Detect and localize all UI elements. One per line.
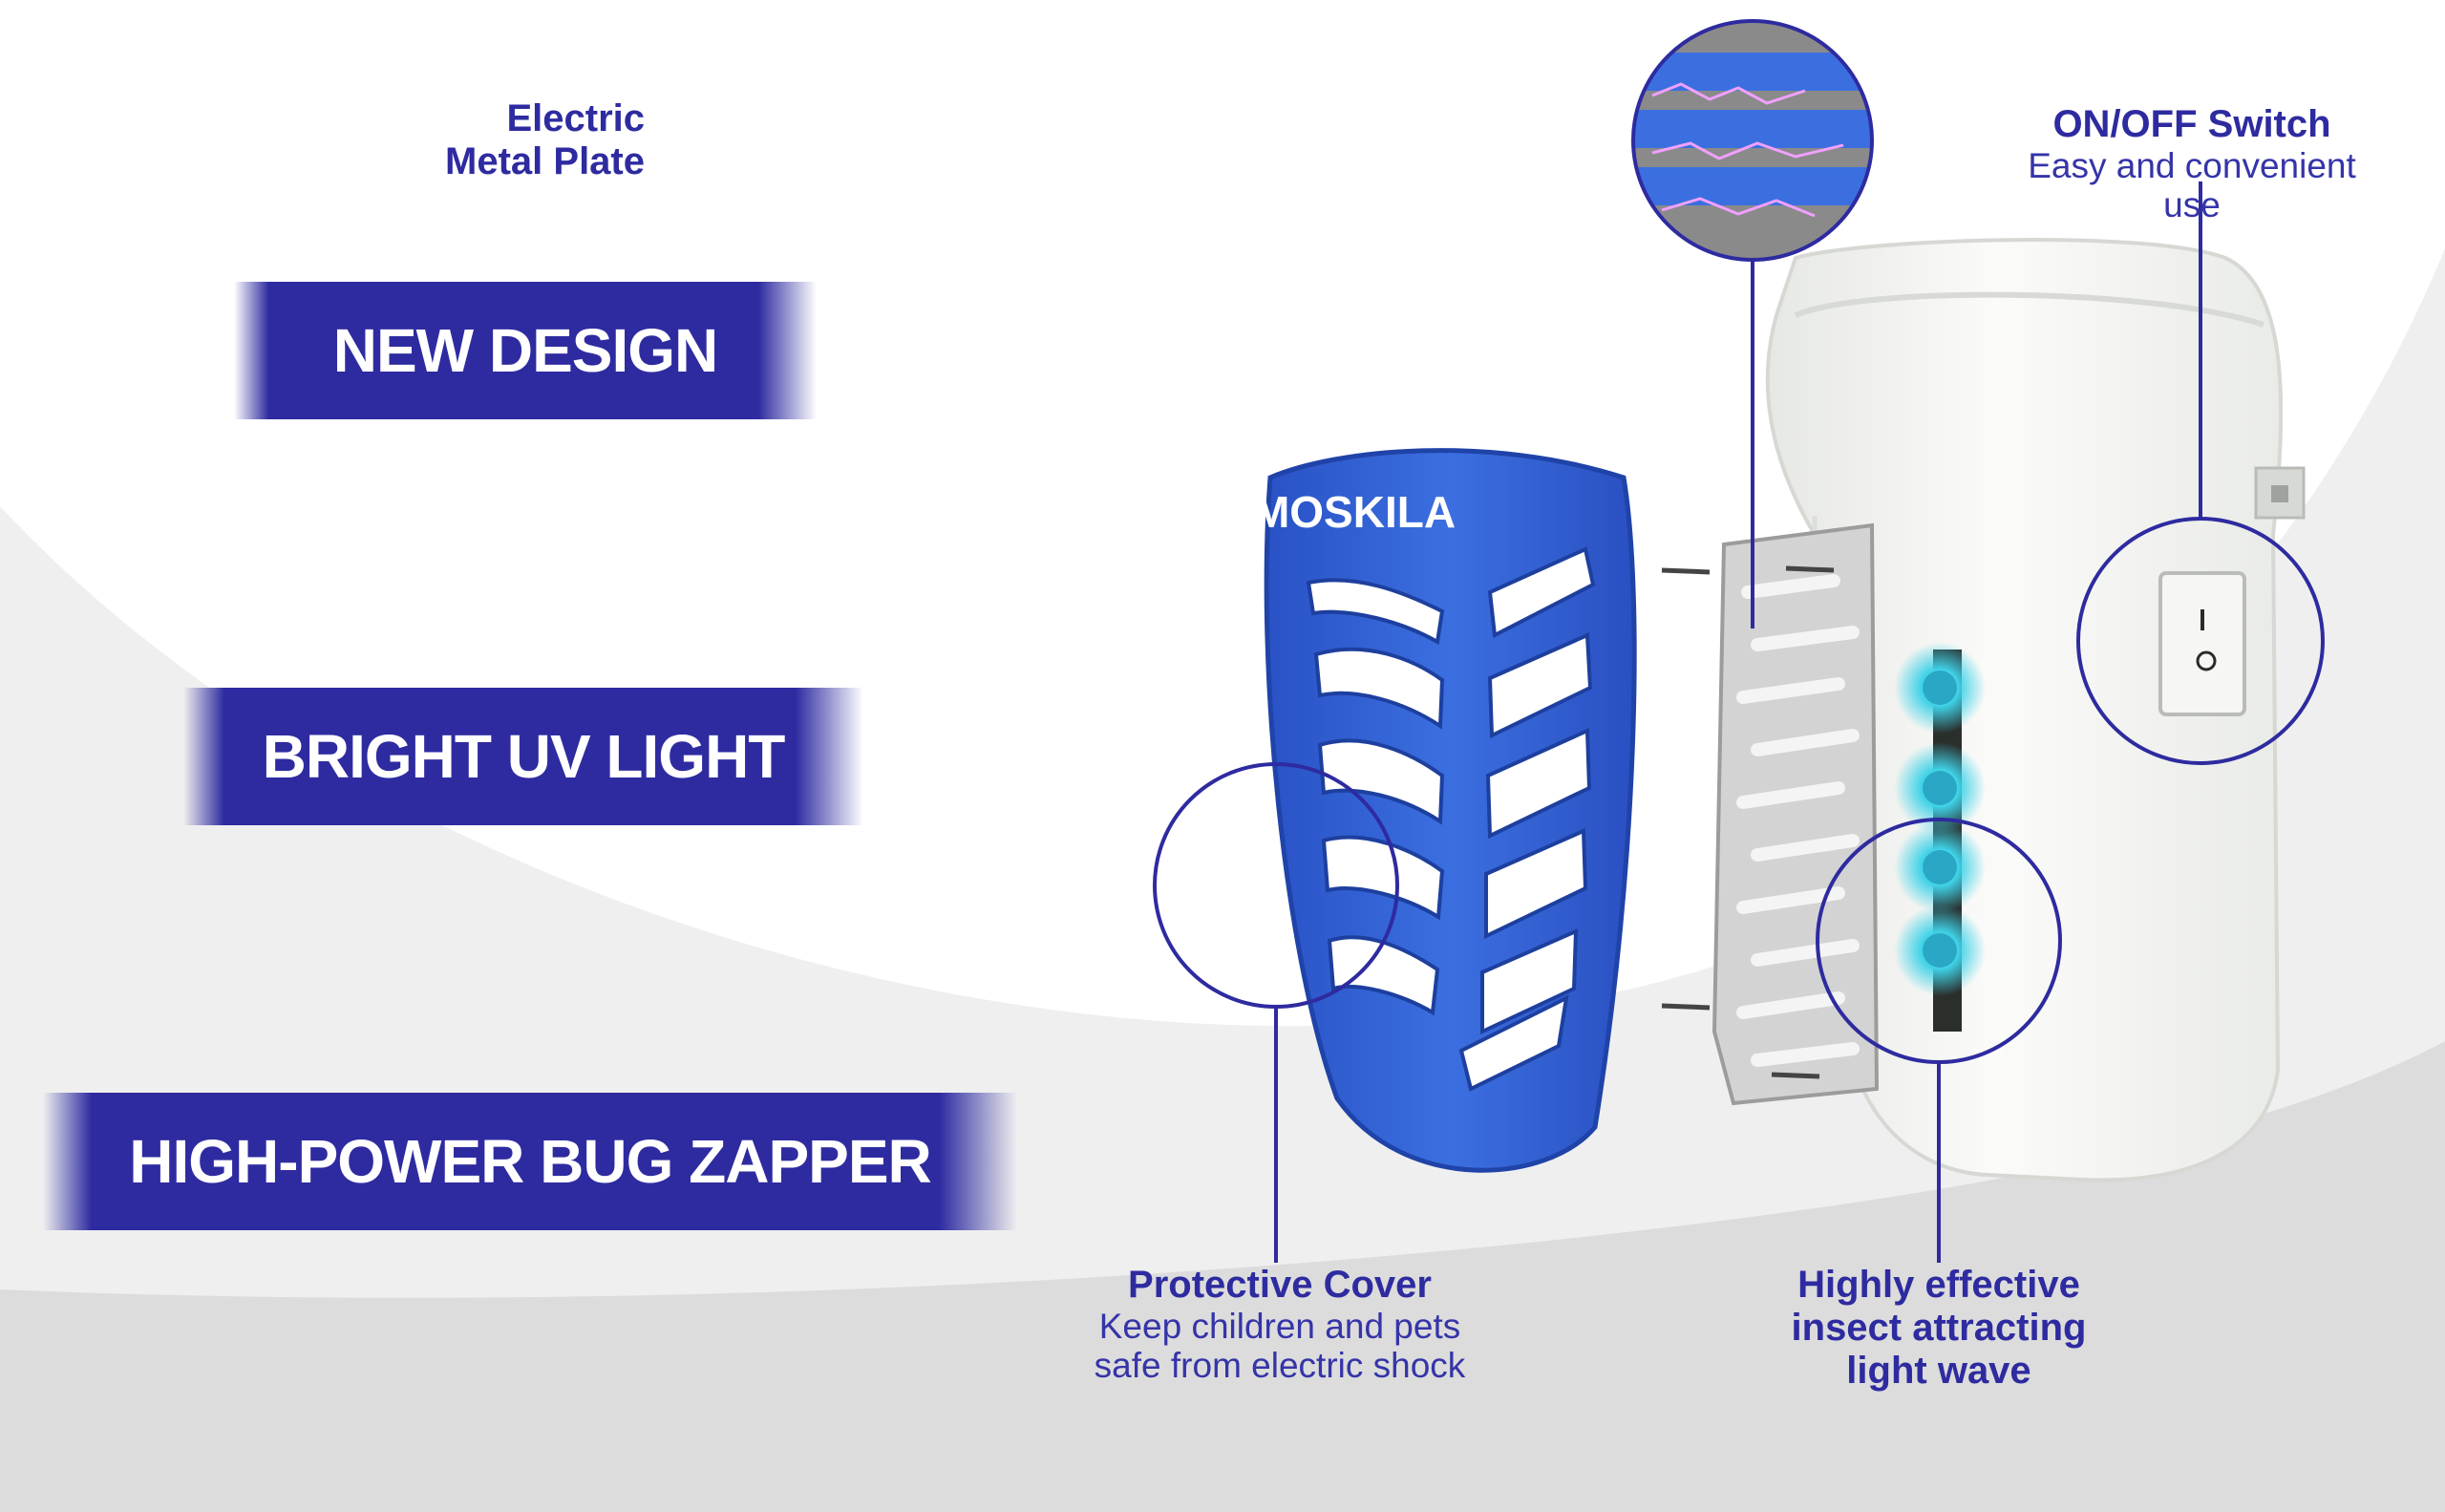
banner-label: BRIGHT UV LIGHT	[262, 722, 786, 791]
callout-light-wave: Highly effective insect attracting light…	[1757, 1264, 2120, 1392]
metal-plate-part	[1661, 522, 1880, 1106]
callout-protective-cover: Protective Cover Keep children and pets …	[1070, 1264, 1490, 1386]
protective-cover-part: MOSKILA	[1253, 448, 1637, 1173]
callout-title: insect attracting	[1791, 1306, 2087, 1349]
callout-subtitle: safe from electric shock	[1094, 1346, 1466, 1386]
callout-title: light wave	[1846, 1349, 2031, 1392]
callout-title: Protective Cover	[1128, 1264, 1432, 1306]
callout-electric-plate: Electric Metal Plate	[445, 97, 645, 183]
banner-bright-uv-light: BRIGHT UV LIGHT	[183, 688, 863, 825]
zapper-housing	[1765, 238, 2306, 1182]
banner-label: NEW DESIGN	[332, 316, 718, 385]
brand-logo-text: MOSKILA	[1253, 487, 1456, 537]
callout-title: Electric	[506, 97, 645, 139]
callout-title: Highly effective	[1797, 1264, 2080, 1306]
electric-plate-zoom	[1633, 21, 1872, 260]
banner-label: HIGH-POWER BUG ZAPPER	[129, 1127, 931, 1196]
background-swoop-lower	[0, 1041, 2445, 1512]
callout-title: Metal Plate	[445, 139, 645, 182]
banner-new-design: NEW DESIGN	[234, 282, 817, 419]
banner-bug-zapper: HIGH-POWER BUG ZAPPER	[43, 1093, 1017, 1230]
callout-subtitle: Easy and convenient use	[2028, 145, 2356, 225]
callout-on-off-switch: ON/OFF Switch Easy and convenient use	[2006, 103, 2378, 225]
callout-title: ON/OFF Switch	[2052, 103, 2331, 145]
callout-subtitle: Keep children and pets	[1098, 1306, 1461, 1346]
